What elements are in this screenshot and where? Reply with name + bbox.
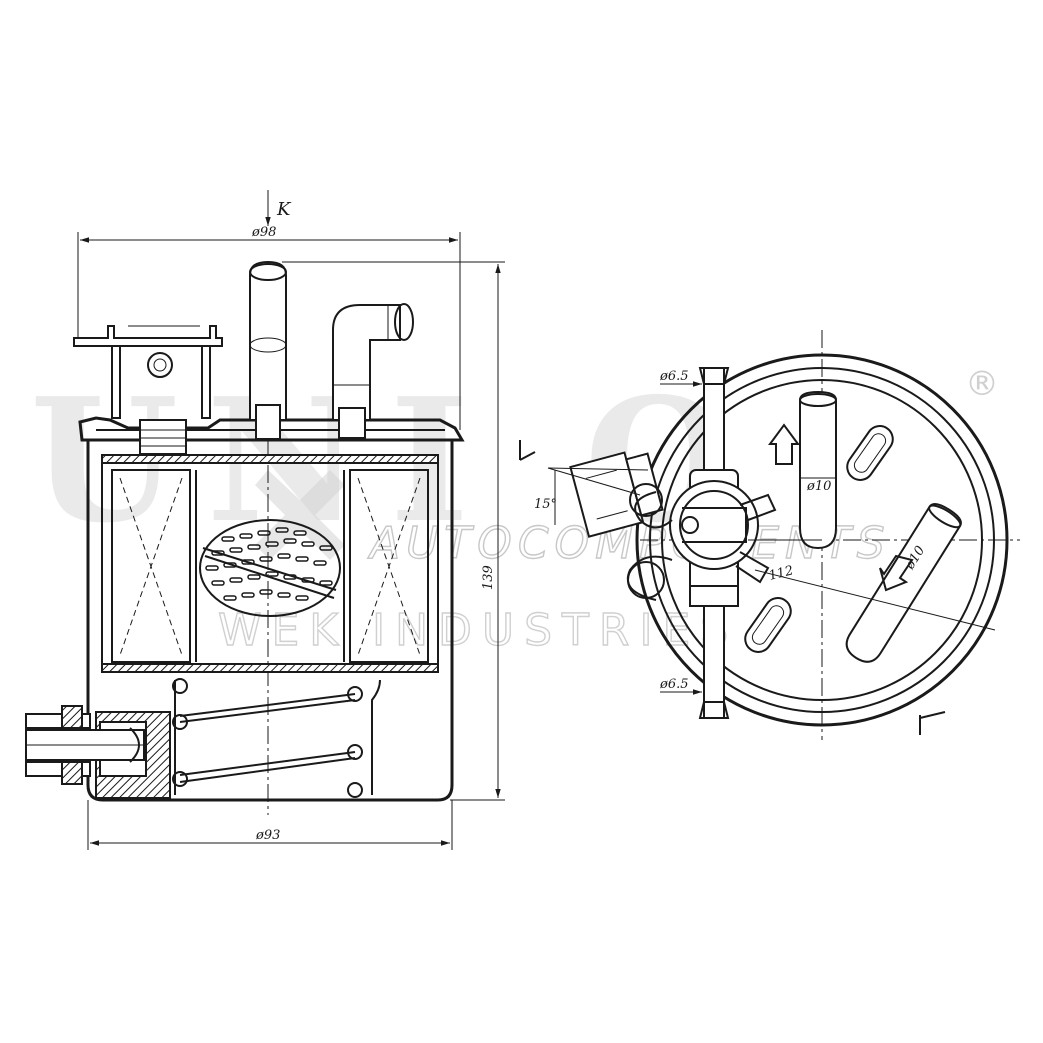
connector-pin-inner xyxy=(153,358,167,372)
dim-height: 139 xyxy=(481,565,496,590)
vertical-pipe xyxy=(249,260,287,421)
sensor-mount xyxy=(669,480,759,570)
connector-stem xyxy=(139,419,187,455)
connector-pin-hole xyxy=(147,352,173,378)
dim-line-radial xyxy=(754,569,996,631)
perforated-window xyxy=(199,519,341,617)
watermark-logo-icon xyxy=(255,470,345,560)
view-marker-k: K xyxy=(276,199,292,220)
dim-bottom-diameter: ø93 xyxy=(255,828,280,843)
hose-loop-top xyxy=(634,491,673,529)
dim-angle: 15° xyxy=(534,497,557,512)
top-view: ø6.5 ø6.5 15° ø10 xyxy=(519,330,1020,740)
spring-coil xyxy=(172,678,363,798)
section-marker-top-icon xyxy=(519,440,536,461)
perforation-slots xyxy=(205,527,333,601)
dim-radial: 112 xyxy=(767,563,795,584)
dim-top-diameter: ø98 xyxy=(251,225,276,240)
inlet-port xyxy=(799,390,837,550)
dim-port-lower: ø6.5 xyxy=(659,677,689,692)
connector-wall-right xyxy=(201,346,211,419)
inner-ring xyxy=(661,379,983,701)
elbow-pipe xyxy=(332,304,401,421)
filter-media-left xyxy=(111,469,191,663)
watermark: UNI O ® AUTOCOMPONENTS WEK INDUSTRIES xyxy=(30,361,999,657)
connector-cap xyxy=(73,325,223,347)
elbow-pipe-base xyxy=(338,407,366,439)
dim-port-upper: ø6.5 xyxy=(659,369,689,384)
mount-slot-upper xyxy=(846,425,894,481)
flow-up-arrow-icon xyxy=(768,423,800,465)
outer-ring xyxy=(635,353,1009,727)
lid-flange xyxy=(78,416,465,442)
flange-ring xyxy=(649,367,995,713)
sensor-pin xyxy=(681,516,699,534)
vertical-pipe-base xyxy=(255,404,281,440)
elbow-pipe-mouth xyxy=(394,303,414,341)
cartridge-bottom-plate xyxy=(101,663,439,673)
watermark-registered-mark: ® xyxy=(965,364,999,404)
section-marker-bottom-icon xyxy=(919,711,946,735)
watermark-line-2: WEK INDUSTRIES xyxy=(218,605,738,656)
section-view: K ø98 139 ø93 xyxy=(25,190,505,850)
cartridge-top-plate xyxy=(101,454,439,464)
vertical-pipe-mouth xyxy=(249,263,287,281)
mount-slot-lower xyxy=(744,597,792,653)
connector-wall-left xyxy=(111,346,121,419)
dim-inlet: ø10 xyxy=(806,479,831,494)
housing-body xyxy=(86,440,454,802)
flow-down-arrow-icon xyxy=(879,554,914,592)
filter-media-right xyxy=(349,469,429,663)
